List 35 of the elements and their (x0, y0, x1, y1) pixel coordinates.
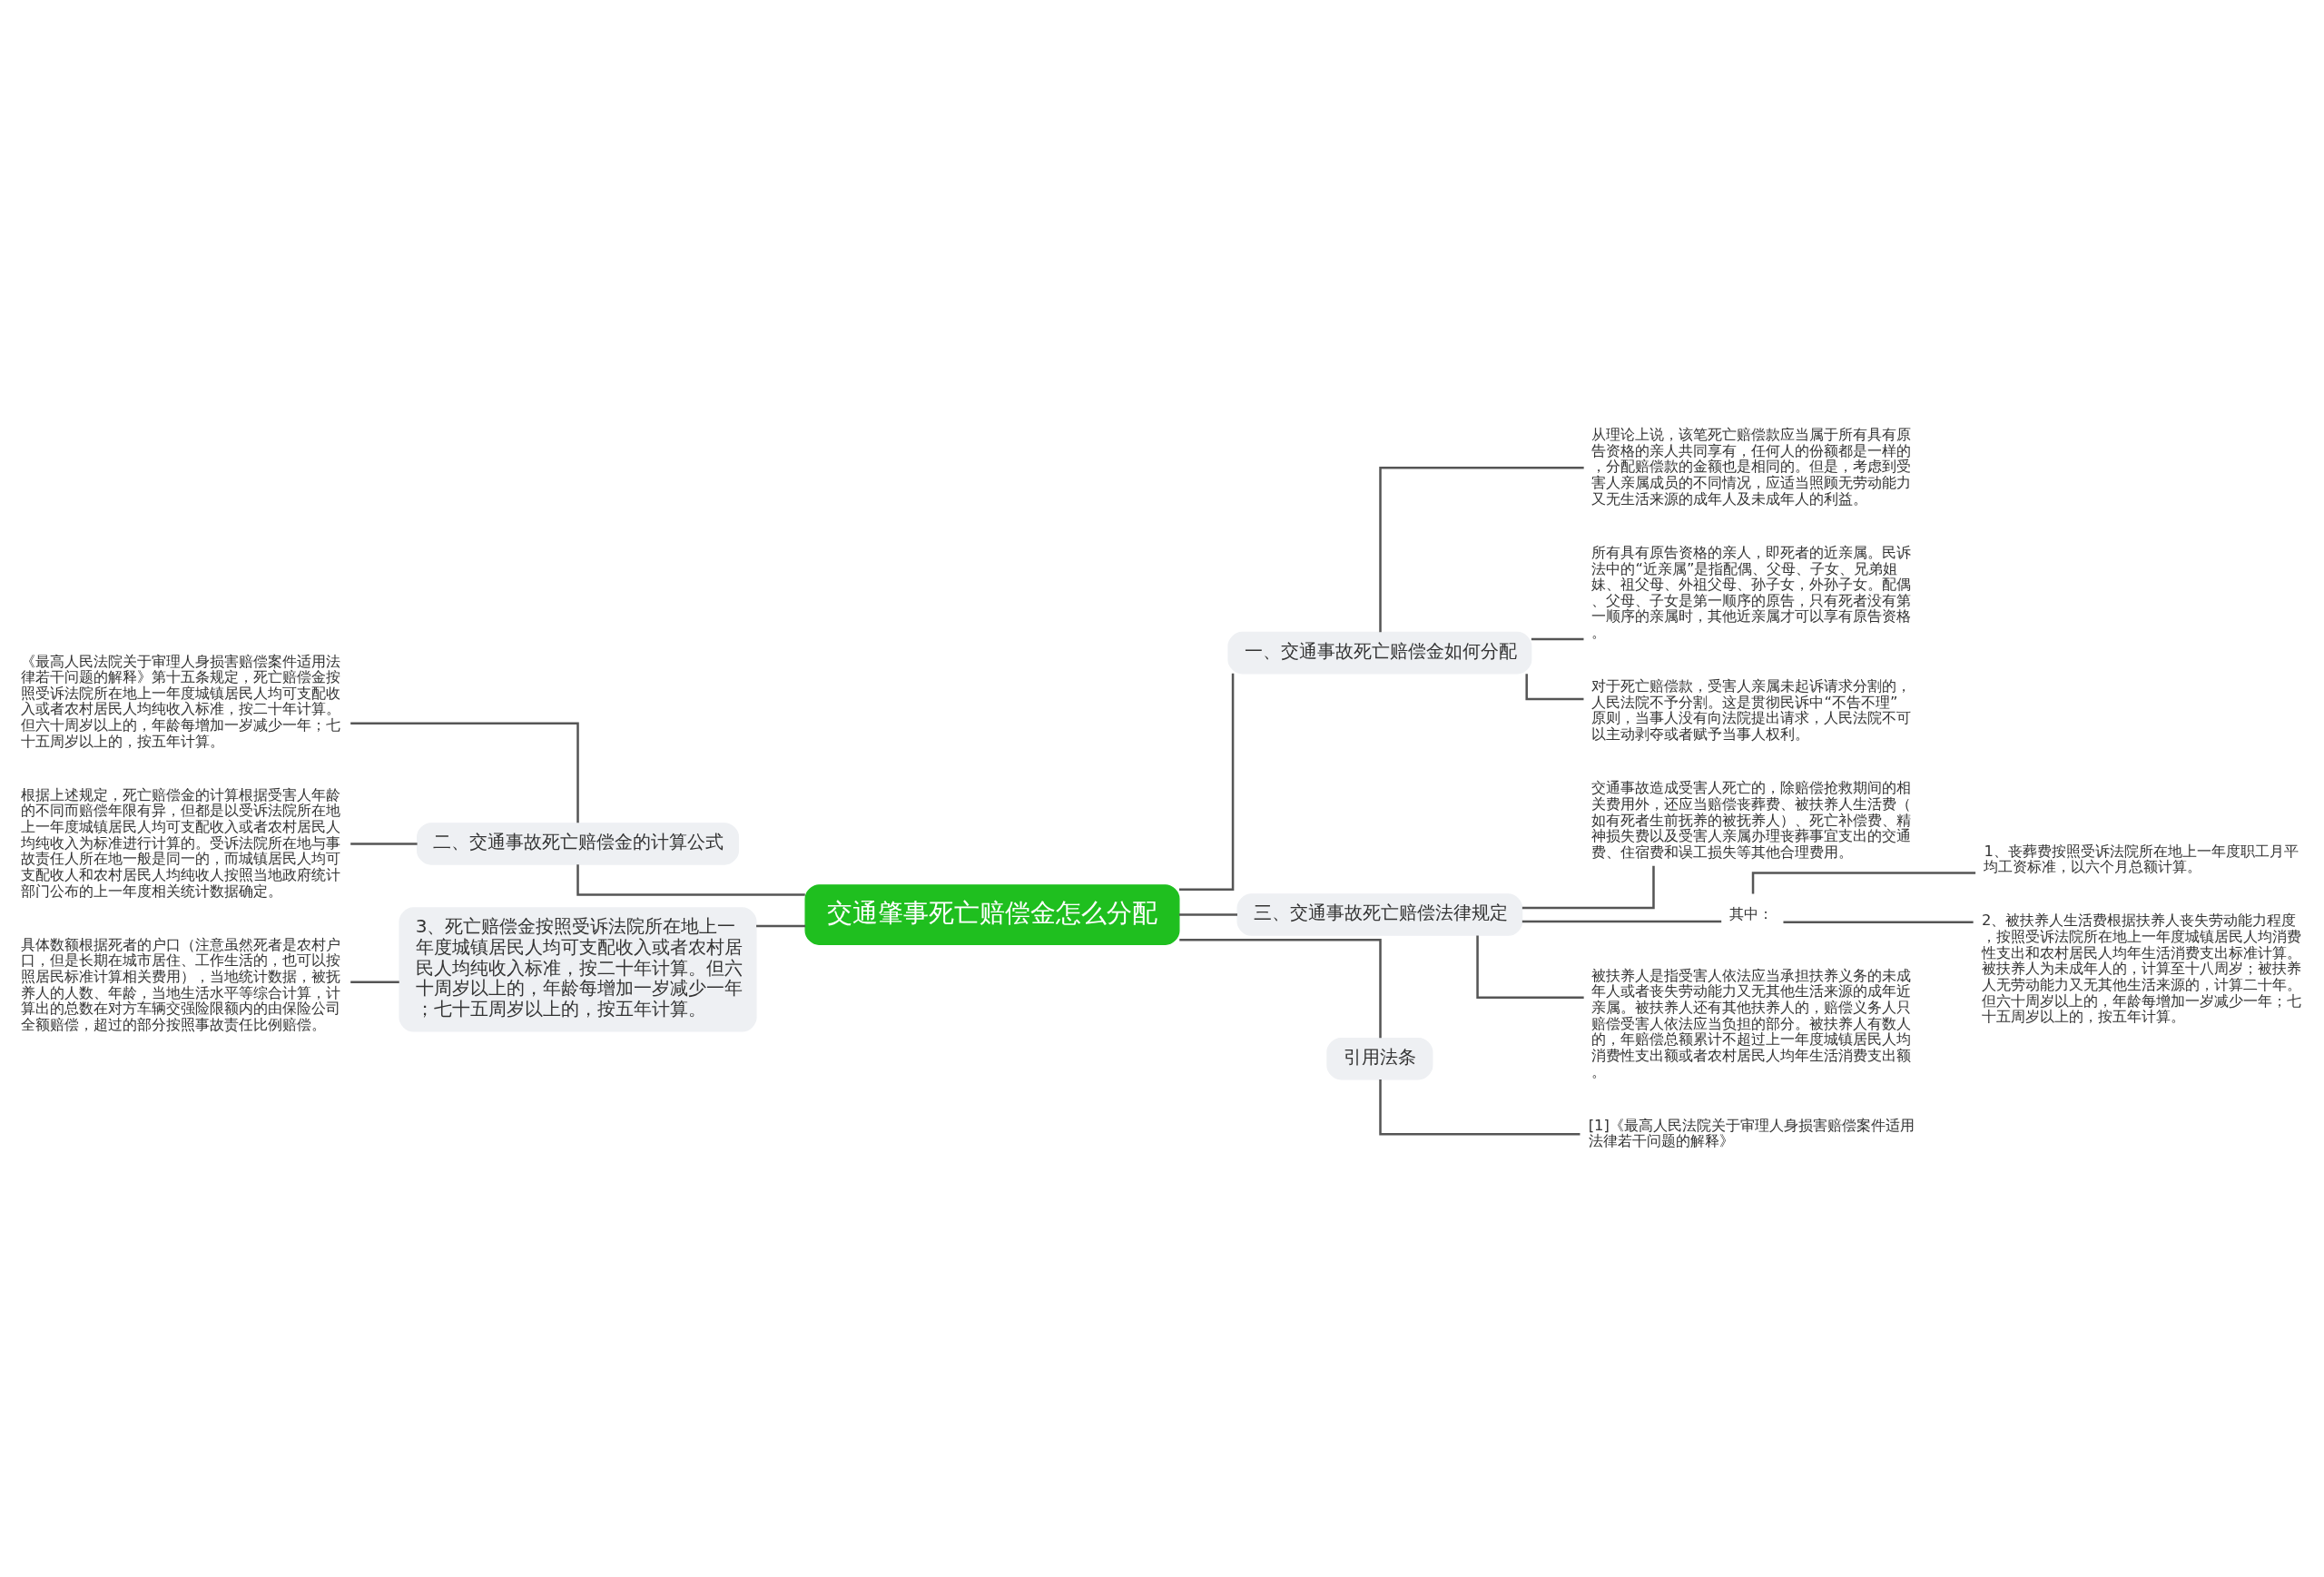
node-text: 具体数额根据死者的户口（注意虽然死者是农村户口，但是长期在城市居住、工作生活的，也可以按照居民标准计算相关费用），当地统计数据，被抚养人的人数、年龄，当地生活水平等综合计算，计算出的总数在对方车辆交强险限额内的由保险公司全额赔偿，超过的部分按照事故责任比例赔偿。 (21, 935, 341, 1033)
connector (1178, 912, 1237, 916)
connector (1476, 935, 1584, 999)
connector (1751, 871, 1976, 894)
node-text: 2、被扶养人生活费根据扶养人丧失劳动能力程度，按照受诉法院所在地上一年度城镇居民人均消费性支出和农村居民人均年生活消费支出标准计算。被扶养人为未成年人的，计算至十八周岁；被扶养人无劳动能力又无其他生活来源的，计算二十年。但六十周岁以上的，年龄每增加一岁减少一年；七十五周岁以上的，按五年计算。 (1981, 911, 2301, 1025)
connector (576, 863, 805, 896)
node-box: 3、死亡赔偿金按照受诉法院所在地上一年度城镇居民人均可支配收入或者农村居民人均纯收入标准，按二十年计算。但六十周岁以上的，年龄每增加一岁减少一年；七十五周岁以上的，按五年计算。 (399, 906, 757, 1032)
connector (350, 722, 579, 823)
connector (1783, 920, 1974, 923)
node-text: 交通事故造成受害人死亡的，除赔偿抢救期间的相关费用外，还应当赔偿丧葬费、被扶养人生活费（如有死者生前抚养的被抚养人）、死亡补偿费、精神损失费以及受害人亲属办理丧葬事宜支出的交通费、住宿费和误工损失等其他合理费用。 (1591, 778, 1912, 861)
connector (1379, 1079, 1581, 1136)
connector (350, 842, 418, 845)
node-text: [1]《最高人民法院关于审理人身损害赔偿案件适用法律若干问题的解释》 (1588, 1116, 1915, 1149)
connector (1379, 466, 1584, 632)
node-box: 三、交通事故死亡赔偿法律规定 (1236, 892, 1523, 936)
node-text: 其中： (1729, 904, 1774, 922)
node-text: 被扶养人是指受害人依法应当承担扶养义务的未成年人或者丧失劳动能力又无其他生活来源的成年近亲属。被扶养人还有其他扶养人的，赔偿义务人只赔偿受害人依法应当负担的部分。被扶养人有数人的，年赔偿总额累计不超过上一年度城镇居民人均消费性支出额或者农村居民人均年生活消费支出额。 (1591, 966, 1912, 1080)
node-text: 从理论上说，该笔死亡赔偿款应当属于所有具有原告资格的亲人共同享有，任何人的份额都是一样的，分配赔偿款的金额也是相同的。但是，考虑到受害人亲属成员的不同情况，应适当照顾无劳动能力又无生活来源的成年人及未成年人的利益。 (1591, 425, 1912, 508)
node-box: 交通肇事死亡赔偿金怎么分配 (804, 883, 1180, 945)
connector (1178, 673, 1235, 891)
node-text: 1、丧葬费按照受诉法院所在地上一年度职工月平均工资标准，以六个月总额计算。 (1984, 842, 2299, 875)
node-text: 《最高人民法院关于审理人身损害赔偿案件适用法律若干问题的解释》第十五条规定，死亡赔偿金按照受诉法院所在地上一年度城镇居民人均可支配收入或者农村居民人均纯收入标准，按二十年计算。但六十周岁以上的，年龄每增加一岁减少一年；七十五周岁以上的，按五年计算。 (21, 652, 341, 750)
connector (1525, 673, 1584, 700)
connector (350, 981, 399, 983)
connector (756, 924, 806, 927)
node-box: 二、交通事故死亡赔偿金的计算公式 (416, 822, 740, 865)
node-text: 根据上述规定，死亡赔偿金的计算根据受害人年龄的不同而赔偿年限有异，但都是以受诉法院所在地上一年度城镇居民人均可支配收入或者农村居民人均纯收入为标准进行计算的。受诉法院所在地与事故责任人所在地一般是同一的，而城镇居民人均可支配收人和农村居民人均纯收人按照当地政府统计部门公布的上一年度相关统计数据确定。 (21, 785, 341, 900)
node-box: 一、交通事故死亡赔偿金如何分配 (1227, 631, 1532, 674)
node-text: 所有具有原告资格的亲人，即死者的近亲属。民诉法中的“近亲属”是指配偶、父母、子女、兄弟姐妹、祖父母、外祖父母、孙子女，外孙子女。配偶、父母、子女是第一顺序的原告，只有死者没有第一顺序的亲属时，其他近亲属才可以享有原告资格。 (1591, 543, 1912, 641)
connector (1521, 920, 1722, 922)
node-text: 对于死亡赔偿款，受害人亲属未起诉请求分割的，人民法院不予分割。这是贯彻民诉中“不告不理”原则，当事人没有向法院提出请求，人民法院不可以主动剥夺或者赋予当事人权利。 (1591, 676, 1912, 743)
connector (1179, 938, 1382, 1038)
node-box: 引用法条 (1326, 1037, 1433, 1079)
connector (1531, 637, 1584, 640)
connector (1521, 865, 1655, 909)
